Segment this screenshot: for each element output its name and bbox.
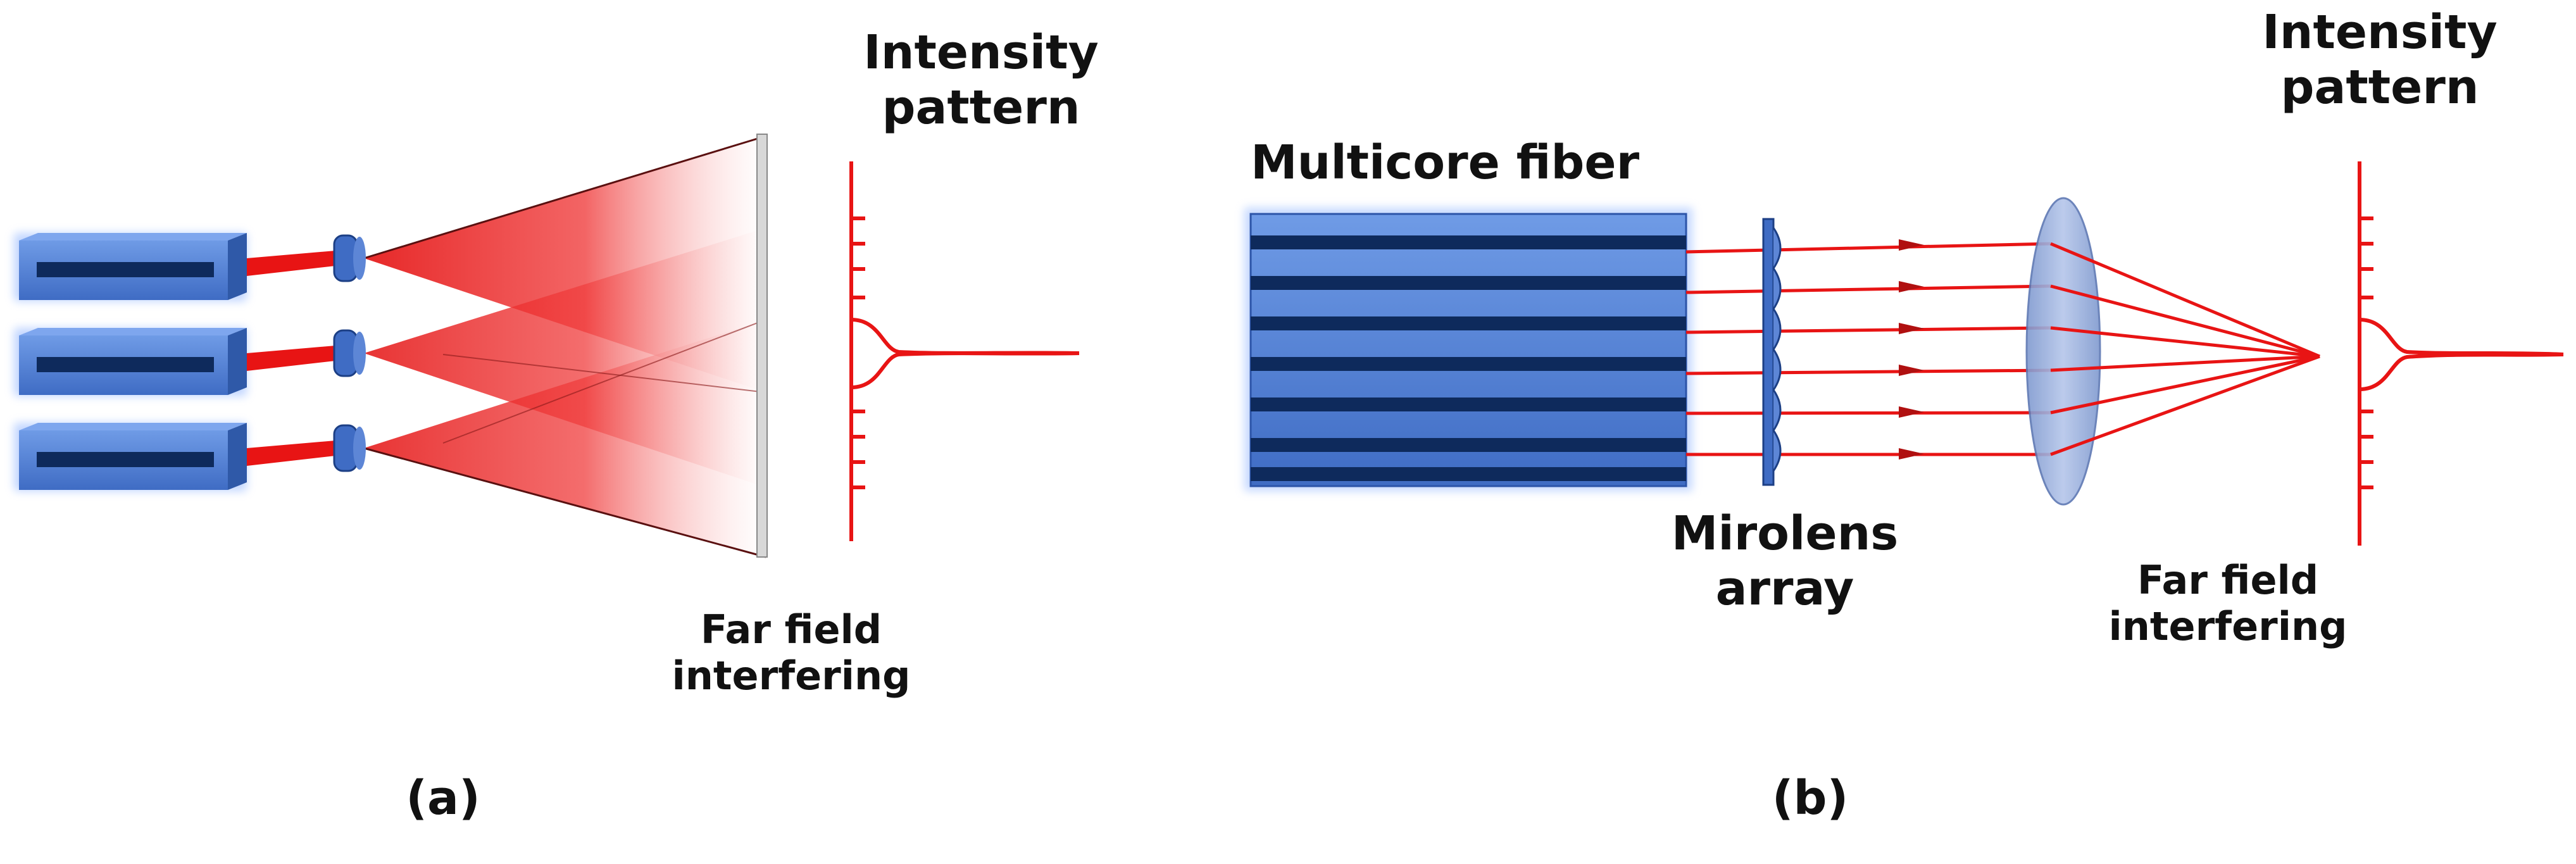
beam-segment-3	[247, 441, 335, 466]
microlens-label-line1: Mirolens	[1671, 506, 1899, 561]
collimating-lens-3	[333, 424, 366, 472]
converging-beams	[2050, 242, 2320, 456]
multicore-fiber	[1244, 208, 1692, 491]
far-field-label-b-line1: Far field	[2137, 557, 2319, 603]
laser-emitter-2	[14, 328, 247, 396]
laser-emitter-1	[14, 233, 247, 301]
beam-segment-1	[247, 251, 335, 276]
beam-arrowheads	[1899, 239, 1924, 460]
microlens-label: Mirolens array	[1658, 506, 1911, 617]
intensity-label-a: Intensity pattern	[854, 25, 1108, 136]
panel-label-a: (a)	[406, 771, 480, 825]
collimated-beams	[1685, 242, 2051, 456]
intensity-label-b: Intensity pattern	[2247, 5, 2513, 116]
beam-segment-2	[247, 346, 335, 371]
microlens-array	[1762, 218, 1782, 486]
panel-label-b: (b)	[1772, 771, 1849, 825]
far-field-label-a-line2: interfering	[672, 653, 911, 699]
fiber-label: Multicore fiber	[1251, 135, 1640, 190]
focusing-lens	[2025, 197, 2101, 506]
intensity-label-b-line2: pattern	[2280, 60, 2479, 115]
diverging-beams	[363, 135, 766, 558]
microlens-label-line2: array	[1715, 561, 1854, 617]
intensity-label-a-line2: pattern	[882, 80, 1080, 135]
far-field-label-a: Far field interfering	[665, 606, 918, 699]
panel-a	[14, 134, 1080, 558]
intensity-pattern-b	[2358, 161, 2564, 546]
far-field-label-a-line1: Far field	[700, 606, 882, 653]
intensity-pattern-a	[849, 161, 1080, 541]
collimating-lens-2	[333, 329, 366, 377]
intensity-label-b-line1: Intensity	[2262, 5, 2498, 59]
far-field-label-b-line2: interfering	[2108, 603, 2348, 650]
intensity-label-a-line1: Intensity	[863, 25, 1099, 80]
far-field-screen	[756, 134, 768, 558]
collimating-lens-1	[333, 234, 366, 282]
panel-b	[1244, 161, 2564, 546]
far-field-label-b: Far field interfering	[2101, 557, 2354, 649]
laser-emitter-3	[14, 423, 247, 491]
